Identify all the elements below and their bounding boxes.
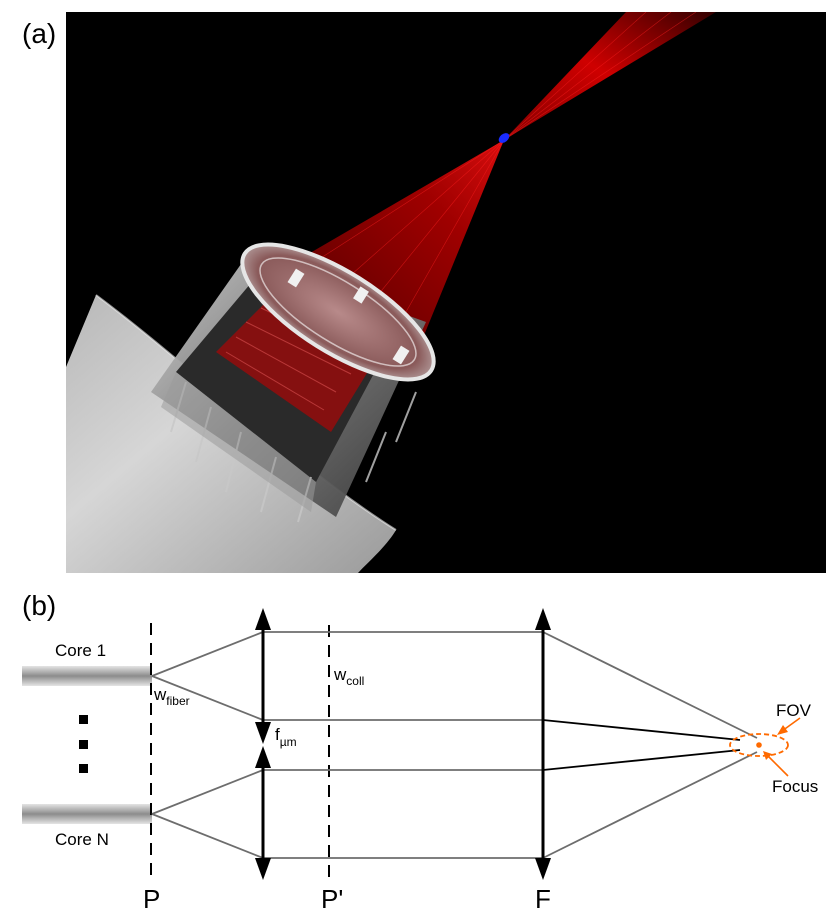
- focus-point: [756, 742, 762, 748]
- core-1-label: Core 1: [55, 641, 106, 660]
- plane-f-label: F: [535, 884, 551, 913]
- fiber-core-1: [22, 666, 152, 686]
- fov-arrow: [777, 717, 801, 735]
- focus-spot: [498, 133, 510, 143]
- fiber-core-n: [22, 804, 152, 824]
- panel-b-label: (b): [22, 590, 57, 621]
- optical-schematic: Core 1 Core N wfiber wcoll fµm P P' F FO…: [22, 608, 818, 913]
- fov-label: FOV: [776, 701, 812, 720]
- beam-ray-lines: [295, 12, 697, 348]
- micro-lens-upper: [255, 608, 271, 744]
- w-fiber-label: wfiber: [153, 685, 190, 708]
- beam-upper-cone: [504, 12, 716, 140]
- focusing-lens: [535, 608, 551, 880]
- panel-a-label: (a): [22, 18, 57, 49]
- core-n-label: Core N: [55, 830, 109, 849]
- focus-arrow: [763, 751, 789, 777]
- chief-rays: [542, 719, 741, 771]
- micro-optic-housing: [151, 242, 436, 523]
- fov-ellipse: [729, 733, 789, 757]
- plane-p-prime-label: P': [321, 884, 343, 913]
- w-coll-label: wcoll: [333, 665, 364, 688]
- plane-p-label: P: [143, 884, 160, 913]
- f-um-label: fµm: [275, 725, 297, 749]
- fiber-endoscope-render: [66, 12, 826, 573]
- ellipsis-dot: [79, 715, 88, 724]
- ellipsis-dot: [79, 740, 88, 749]
- focus-label: Focus: [772, 777, 818, 796]
- ellipsis-dot: [79, 764, 88, 773]
- micro-lens-lower: [255, 746, 271, 880]
- ray-paths: [151, 631, 758, 859]
